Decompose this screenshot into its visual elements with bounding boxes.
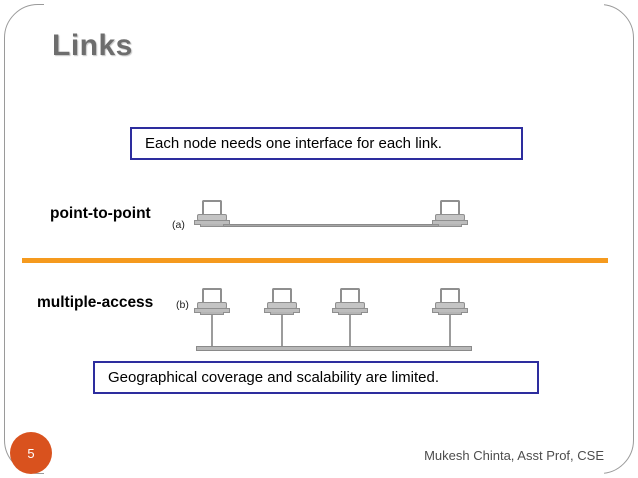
computer-screen: [440, 200, 460, 215]
frame-mask-top: [44, 0, 604, 9]
computer-plinth: [200, 224, 224, 227]
computer-screen: [340, 288, 360, 303]
diagram-label-multiple-access: multiple-access: [37, 294, 154, 311]
diagram-sublabel-b: (b): [176, 299, 189, 311]
bus-drop-line: [211, 313, 213, 348]
computer-plinth: [338, 312, 362, 315]
footer-credit: Mukesh Chinta, Asst Prof, CSE: [424, 448, 604, 463]
computer-plinth: [438, 224, 462, 227]
diagram-sublabel-a: (a): [172, 219, 185, 231]
computer-screen: [202, 200, 222, 215]
slide-frame-border: [4, 4, 634, 474]
computer-icon: [194, 288, 230, 315]
computer-icon: [194, 200, 230, 227]
computer-plinth: [438, 312, 462, 315]
computer-screen: [202, 288, 222, 303]
callout-bottom-text: Geographical coverage and scalability ar…: [108, 369, 440, 386]
computer-plinth: [270, 312, 294, 315]
bus-drop-line: [349, 313, 351, 348]
diagram-label-point-to-point: point-to-point: [50, 205, 151, 222]
computer-icon: [332, 288, 368, 315]
callout-top-text: Each node needs one interface for each l…: [145, 135, 442, 152]
frame-mask-bottom: [44, 469, 604, 478]
bus-drop-line: [449, 313, 451, 348]
computer-icon: [432, 288, 468, 315]
computer-icon: [432, 200, 468, 227]
page-number-badge: 5: [10, 432, 52, 474]
computer-screen: [440, 288, 460, 303]
computer-icon: [264, 288, 300, 315]
computer-plinth: [200, 312, 224, 315]
callout-box-bottom: Geographical coverage and scalability ar…: [93, 361, 539, 394]
page-title: Links: [52, 29, 133, 62]
callout-box-top: Each node needs one interface for each l…: [130, 127, 523, 160]
orange-divider: [22, 258, 608, 263]
bus-backbone-line: [196, 346, 472, 351]
computer-screen: [272, 288, 292, 303]
bus-drop-line: [281, 313, 283, 348]
point-to-point-link-line: [222, 224, 444, 227]
